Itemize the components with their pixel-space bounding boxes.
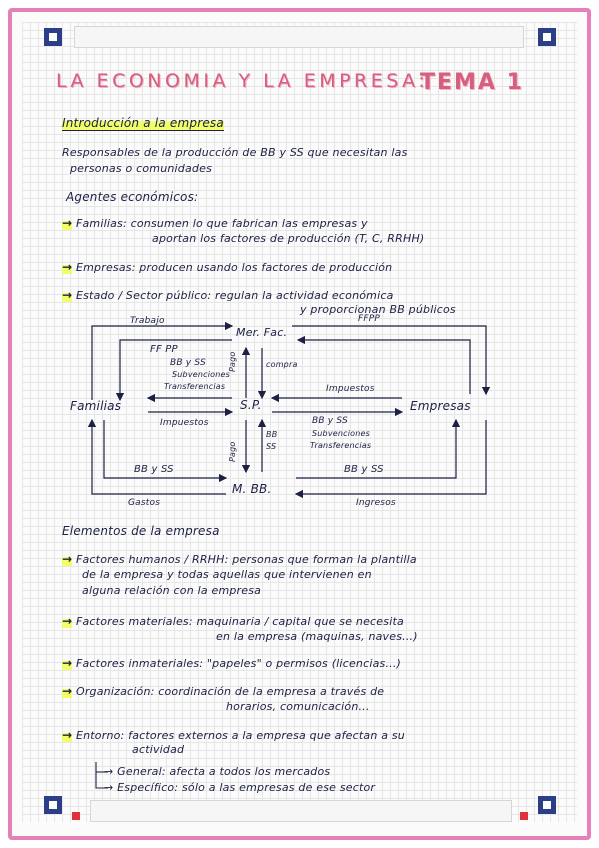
corner-mark-icon xyxy=(44,796,62,814)
label-ss: SS xyxy=(266,442,277,451)
flow-arrow xyxy=(292,325,491,396)
corner-mark-icon xyxy=(538,28,556,46)
branch-line xyxy=(95,762,108,789)
agent-estado: → Estado / Sector público: regulan la ac… xyxy=(62,288,394,302)
flow-arrow xyxy=(91,321,234,400)
element-humanos: → Factores humanos / RRHH: personas que … xyxy=(62,552,417,566)
label-bbss: BB y SS xyxy=(170,358,206,368)
element-humanos-cont: alguna relación con la empresa xyxy=(82,584,262,597)
agent-familias-cont: aportan los factores de producción (T, C… xyxy=(152,232,425,245)
label-bbss: BB y SS xyxy=(134,464,174,475)
label-bbss: BB y SS xyxy=(344,464,384,475)
entorno-general: → General: afecta a todos los mercados xyxy=(104,765,331,778)
label-bb: BB xyxy=(266,430,278,439)
agent-familias: → Familias: consumen lo que fabrican las… xyxy=(62,216,368,230)
page-title: LA ECONOMIA Y LA EMPRESA: xyxy=(56,70,429,92)
agents-heading: Agentes económicos: xyxy=(66,190,199,204)
label-trabajo: Trabajo xyxy=(130,316,165,326)
red-marker-icon xyxy=(520,812,528,820)
intro-heading: Introducción a la empresa xyxy=(62,116,224,131)
entorno-especifico: → Específico: sólo a las empresas de ese… xyxy=(104,781,376,794)
node-empresas: Empresas xyxy=(410,399,471,413)
arrow-bullet-icon: → xyxy=(62,216,73,230)
label-transferencias: Transferencias xyxy=(164,382,226,391)
label-ffpp: FFPP xyxy=(358,314,381,324)
element-inmateriales: → Factores inmateriales: "papeles" o per… xyxy=(62,656,402,670)
element-organizacion-cont: horarios, comunicación... xyxy=(226,700,370,713)
node-familias: Familias xyxy=(70,399,122,413)
arrow-bullet-icon: → xyxy=(62,684,73,698)
label-subvenciones: Subvenciones xyxy=(312,429,371,438)
red-marker-icon xyxy=(72,812,80,820)
flow-arrow xyxy=(296,335,471,394)
arrow-bullet-icon: → xyxy=(62,728,73,742)
flow-arrow xyxy=(103,420,228,483)
element-materiales-cont: en la empresa (maquinas, naves...) xyxy=(216,630,418,643)
flow-arrow xyxy=(87,418,226,495)
node-hbb: M. BB. xyxy=(232,482,272,496)
element-entorno: → Entorno: factores externos a la empres… xyxy=(62,728,405,742)
elements-heading: Elementos de la empresa xyxy=(62,524,220,538)
corner-mark-icon xyxy=(44,28,62,46)
element-entorno-cont: actividad xyxy=(132,743,185,756)
label-ingresos: Ingresos xyxy=(356,498,396,508)
element-humanos-cont: de la empresa y todas aquellas que inter… xyxy=(82,568,372,581)
grid-paper xyxy=(22,22,577,822)
corner-mark-icon xyxy=(538,796,556,814)
intro-line: personas o comunidades xyxy=(70,162,212,175)
label-subvenciones: Subvenciones xyxy=(172,370,231,379)
arrow-icon: → xyxy=(104,765,114,778)
arrow-bullet-icon: → xyxy=(62,656,73,670)
label-gastos: Gastos xyxy=(128,498,161,508)
label-ffpp: FF PP xyxy=(150,344,178,355)
agent-estado-cont: y proporcionan BB públicos xyxy=(300,303,456,316)
element-organizacion: → Organización: coordinación de la empre… xyxy=(62,684,385,698)
header-strip xyxy=(74,26,524,48)
label-compra: compra xyxy=(266,360,298,369)
arrow-bullet-icon: → xyxy=(62,552,73,566)
arrow-bullet-icon: → xyxy=(62,614,73,628)
node-mer-fac: Mer. Fac. xyxy=(236,326,288,339)
topic-label: TEMA 1 xyxy=(420,70,524,95)
agent-empresas: → Empresas: producen usando los factores… xyxy=(62,260,393,274)
label-impuestos: Impuestos xyxy=(326,384,375,394)
flow-arrow xyxy=(296,418,461,479)
footer-strip xyxy=(90,800,512,822)
intro-line: Responsables de la producción de BB y SS… xyxy=(62,146,408,159)
node-sp: S.P. xyxy=(240,398,262,412)
arrow-icon: → xyxy=(104,781,114,794)
arrow-bullet-icon: → xyxy=(62,260,73,274)
flow-arrow xyxy=(294,420,487,499)
flow-arrow xyxy=(115,339,232,402)
label-bbss: BB y SS xyxy=(312,416,348,426)
arrow-bullet-icon: → xyxy=(62,288,73,302)
label-transferencias: Transferencias xyxy=(310,441,372,450)
label-impuestos: Impuestos xyxy=(160,418,209,428)
element-materiales: → Factores materiales: maquinaria / capi… xyxy=(62,614,404,628)
